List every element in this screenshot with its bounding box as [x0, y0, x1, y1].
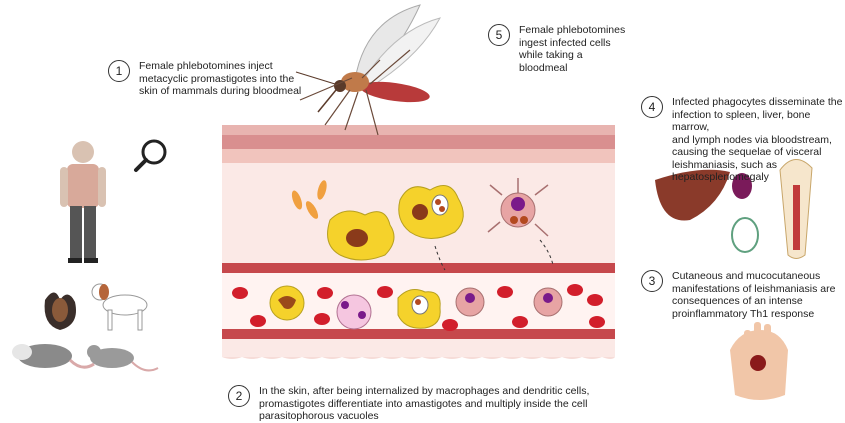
step-text: Female phlebotomines inject metacyclic p… — [139, 60, 301, 98]
sandfly-icon — [296, 5, 440, 135]
macrophage-cell — [328, 211, 394, 260]
step-1: 1 Female phlebotomines inject metacyclic… — [108, 60, 301, 98]
dog-icon — [92, 284, 147, 330]
opossum-icon — [12, 344, 94, 368]
step-number: 1 — [108, 60, 130, 82]
human-icon — [60, 141, 106, 263]
step-number: 2 — [228, 385, 250, 407]
infected-phagocyte-blood — [398, 290, 440, 329]
step-3: 3 Cutaneous and mucocutaneous manifestat… — [641, 270, 835, 320]
step-text: Infected phagocytes disseminate the infe… — [672, 96, 845, 184]
step-text: Cutaneous and mucocutaneous manifestatio… — [672, 270, 835, 320]
monocyte-cell — [337, 295, 371, 329]
neutrophil-cell — [270, 286, 304, 320]
step-4: 4 Infected phagocytes disseminate the in… — [641, 96, 845, 184]
infected-macrophage-cell — [399, 186, 464, 239]
lymph-node-icon — [732, 218, 758, 252]
step-5: 5 Female phlebotomines ingest infected c… — [488, 24, 625, 74]
step-text: Female phlebotomines ingest infected cel… — [519, 24, 625, 74]
rat-icon — [87, 345, 158, 370]
magnifier-icon — [136, 141, 165, 170]
hand-lesion-icon — [730, 322, 788, 400]
step-number: 4 — [641, 96, 663, 118]
step-number: 3 — [641, 270, 663, 292]
step-text: In the skin, after being internalized by… — [259, 385, 589, 423]
step-2: 2 In the skin, after being internalized … — [228, 385, 589, 423]
bat-icon — [45, 293, 76, 331]
step-number: 5 — [488, 24, 510, 46]
